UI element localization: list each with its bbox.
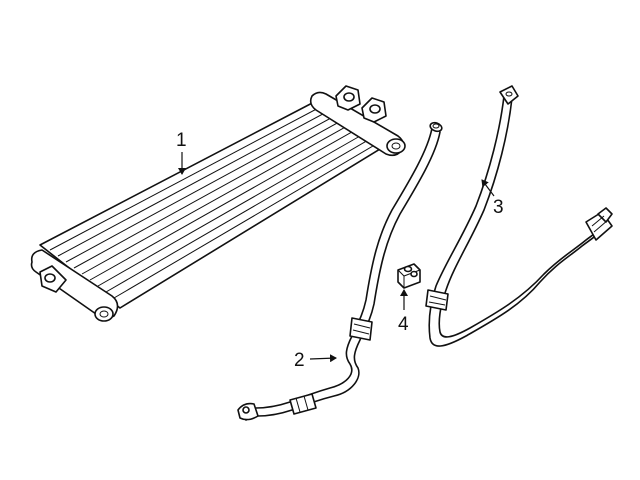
callout-3: 3 (481, 179, 504, 218)
line-clamp[interactable] (397, 263, 421, 289)
callout-label-4: 4 (398, 314, 409, 335)
callout-leader-3 (481, 179, 495, 197)
callout-4: 4 (398, 289, 409, 335)
callout-label-1: 1 (176, 130, 187, 151)
right-mount-brackets (335, 85, 387, 123)
callout-1: 1 (176, 130, 187, 175)
callout-label-2: 2 (294, 350, 305, 371)
callout-leader-2 (309, 354, 337, 363)
cooler-fins (49, 103, 391, 299)
callout-2: 2 (294, 350, 337, 371)
callout-label-3: 3 (493, 197, 504, 218)
transmission-oil-cooler[interactable] (30, 85, 406, 322)
oil-cooler-inlet-line[interactable] (237, 121, 443, 421)
oil-cooler-outlet-line[interactable] (425, 85, 613, 347)
